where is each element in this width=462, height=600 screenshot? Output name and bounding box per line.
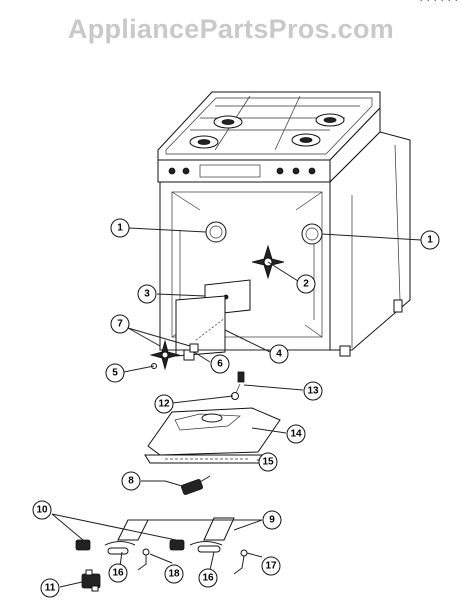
callout-11: 11: [40, 578, 60, 598]
oven-light-left: [205, 221, 227, 243]
fan-motor-assembly: [149, 317, 226, 371]
callout-12: 12: [154, 394, 174, 414]
svg-text:14: 14: [290, 429, 302, 440]
svg-text:5: 5: [112, 368, 118, 379]
svg-text:15: 15: [262, 457, 274, 468]
svg-text:1: 1: [427, 235, 433, 246]
callout-7: 7: [110, 314, 130, 334]
callout-17: 17: [261, 556, 281, 576]
callout-5: 5: [105, 363, 125, 383]
svg-text:1: 1: [117, 223, 123, 234]
valve-right: [169, 539, 185, 551]
svg-text:17: 17: [265, 561, 277, 572]
svg-text:12: 12: [158, 399, 170, 410]
bake-burner-assembly: [144, 371, 281, 464]
svg-text:2: 2: [303, 279, 309, 290]
callout-1-right: 1: [420, 230, 440, 250]
callout-14: 14: [286, 424, 306, 444]
callout-4: 4: [269, 344, 289, 364]
pressure-regulator: [81, 569, 101, 592]
svg-text:16: 16: [202, 573, 214, 584]
bottom-bracket: [175, 295, 226, 357]
callout-6: 6: [210, 354, 230, 374]
svg-text:18: 18: [168, 569, 180, 580]
svg-text:9: 9: [269, 515, 275, 526]
valve-assembly: [75, 517, 248, 592]
right-bracket: [203, 517, 235, 541]
valve-left: [75, 539, 91, 551]
callout-8: 8: [121, 471, 141, 491]
svg-text:13: 13: [307, 386, 319, 397]
svg-text:16: 16: [112, 568, 124, 579]
callout-9: 9: [262, 510, 282, 530]
igniter: [164, 475, 211, 495]
svg-text:10: 10: [36, 505, 48, 516]
orifice-fitting: [237, 371, 245, 383]
range-cabinet: [157, 91, 411, 361]
leader-lines: [51, 227, 422, 588]
callout-13: 13: [303, 381, 323, 401]
cropped-header-fragment: · · · · · ·: [419, 0, 458, 7]
callout-3: 3: [137, 284, 157, 304]
svg-text:6: 6: [217, 359, 223, 370]
watermark-logo-text: AppliancePartsPros.com: [67, 14, 395, 44]
oven-light-right: [301, 223, 323, 245]
callout-1-left: 1: [110, 218, 130, 238]
svg-text:4: 4: [276, 349, 282, 360]
callout-15: 15: [258, 452, 278, 472]
callout-2: 2: [296, 274, 316, 294]
svg-text:8: 8: [128, 476, 134, 487]
svg-text:3: 3: [144, 289, 150, 300]
svg-text:11: 11: [45, 583, 56, 594]
callout-10: 10: [32, 500, 52, 520]
svg-text:7: 7: [117, 319, 123, 330]
motor-mount-small: [189, 343, 199, 353]
callout-18: 18: [164, 564, 184, 584]
left-bracket: [117, 519, 149, 541]
callout-16-left: 16: [108, 563, 128, 583]
callout-16-right: 16: [198, 568, 218, 588]
